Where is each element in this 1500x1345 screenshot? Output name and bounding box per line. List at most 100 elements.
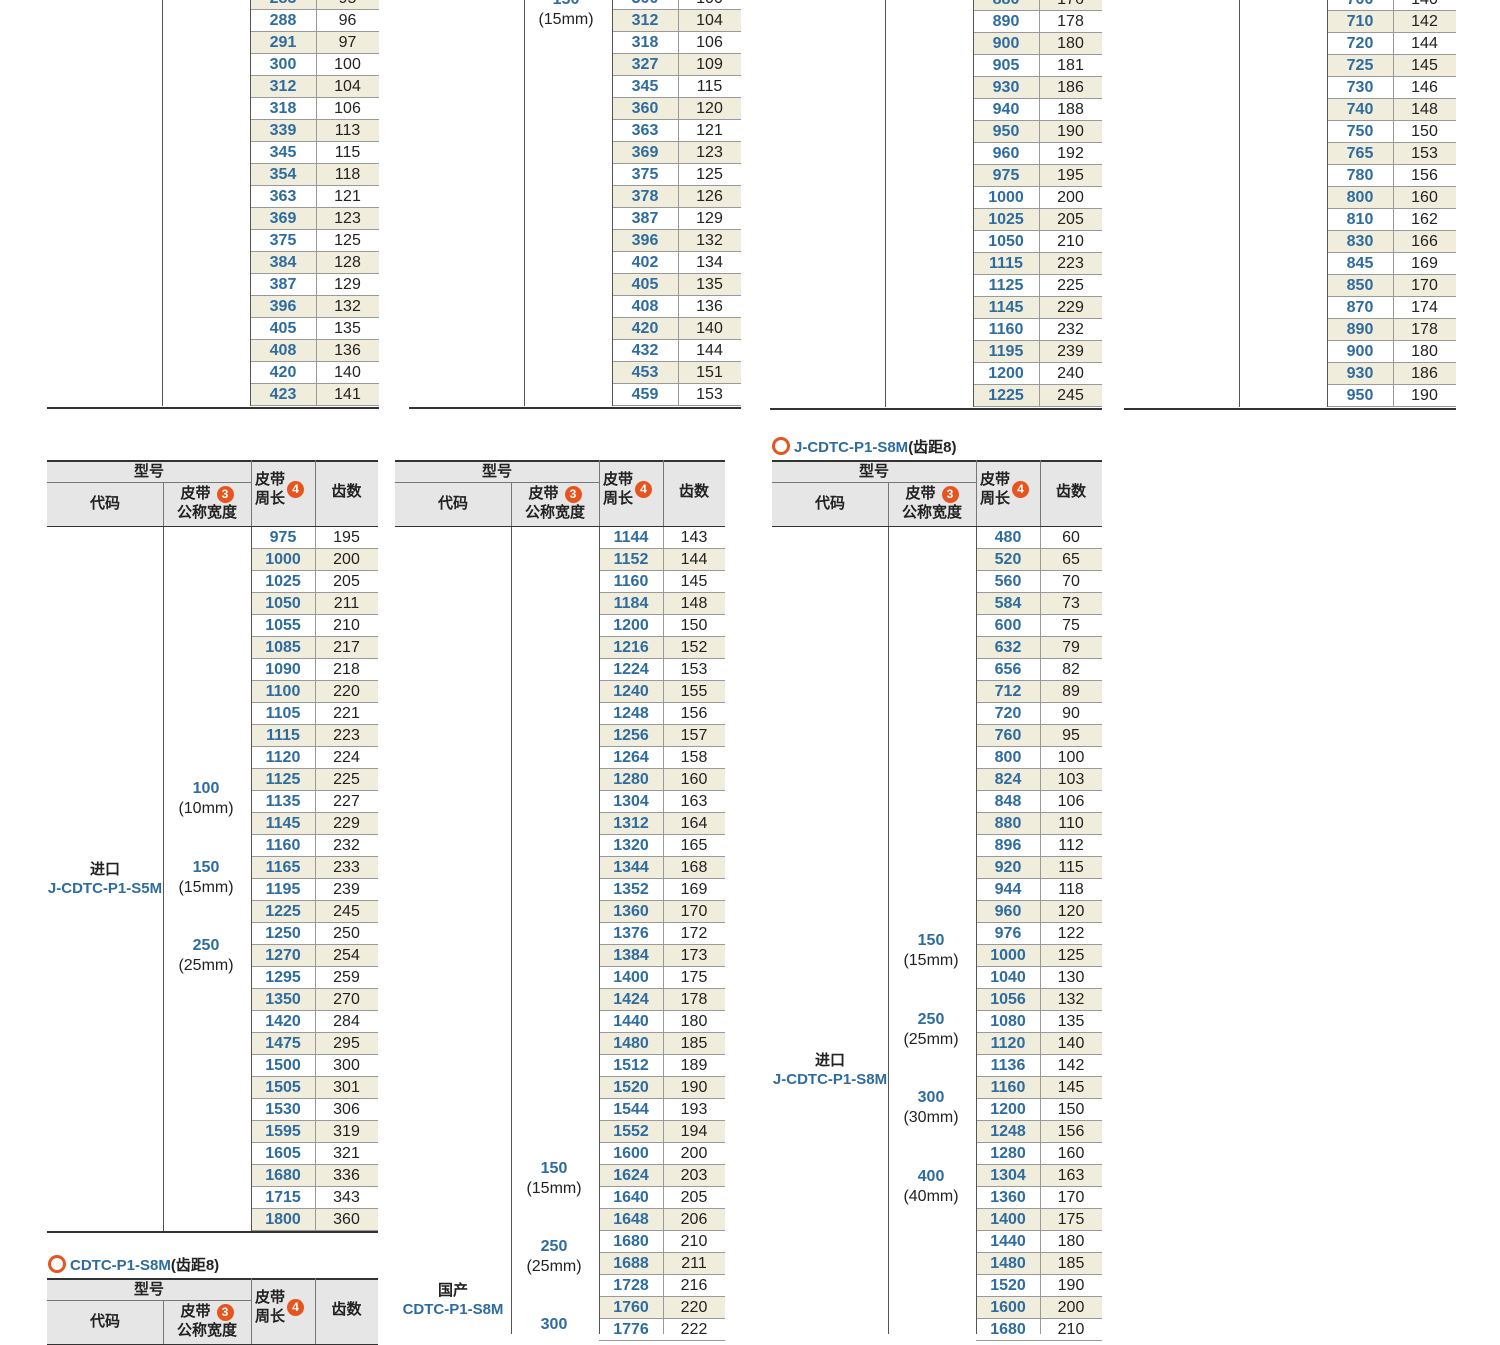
teeth-count-cell: 134 bbox=[696, 254, 723, 271]
belt-length-cell: 285 bbox=[250, 0, 316, 10]
belt-length-cell: 1640 bbox=[613, 1189, 649, 1206]
belt-length-cell: 930 bbox=[1327, 363, 1393, 385]
teeth-count-cell: 211 bbox=[663, 1253, 725, 1275]
header-bottom-rule bbox=[772, 526, 1102, 527]
teeth-count-cell: 106 bbox=[1057, 793, 1085, 810]
table-row: 700140 bbox=[1327, 0, 1456, 11]
teeth-count-cell: 180 bbox=[1411, 343, 1438, 360]
row-divider bbox=[250, 229, 379, 230]
belt-length-cell: 1360 bbox=[599, 901, 663, 923]
teeth-count-cell: 140 bbox=[1393, 0, 1456, 11]
row-divider bbox=[250, 163, 379, 164]
width-mm: (25mm) bbox=[903, 1031, 959, 1048]
teeth-header: 齿数 bbox=[678, 483, 709, 500]
belt-length-cell: 1080 bbox=[990, 1013, 1026, 1030]
row-divider bbox=[599, 1054, 725, 1055]
teeth-count-cell: 129 bbox=[334, 276, 361, 293]
belt-length-cell: 700 bbox=[1327, 0, 1393, 11]
width-number: 250 bbox=[917, 1011, 945, 1028]
belt-length-cell: 1600 bbox=[613, 1145, 649, 1162]
row-divider bbox=[973, 10, 1102, 11]
row-divider bbox=[1327, 252, 1456, 253]
belt-length-cell: 1184 bbox=[599, 593, 663, 615]
row-divider bbox=[250, 339, 379, 340]
teeth-count-cell: 224 bbox=[333, 749, 360, 766]
row-divider bbox=[251, 1230, 378, 1231]
teeth-count-cell: 148 bbox=[663, 593, 725, 615]
teeth-count-cell: 210 bbox=[1057, 1321, 1085, 1338]
belt-length-cell: 1304 bbox=[613, 793, 649, 810]
row-divider bbox=[973, 54, 1102, 55]
teeth-count-cell: 148 bbox=[1393, 99, 1456, 121]
belt-length-cell: 600 bbox=[994, 617, 1022, 634]
width-mm: (15mm) bbox=[538, 11, 594, 28]
teeth-count-cell: 190 bbox=[1039, 121, 1102, 143]
belt-length-label-2: 周长 bbox=[603, 490, 634, 507]
belt-length-cell: 740 bbox=[1327, 99, 1393, 121]
header-bottom-rule bbox=[47, 526, 378, 527]
belt-length-cell: 1200 bbox=[988, 365, 1024, 382]
teeth-count-cell: 104 bbox=[678, 10, 741, 32]
belt-length-cell: 830 bbox=[1327, 231, 1393, 253]
teeth-count-cell: 128 bbox=[316, 252, 379, 274]
column-divider bbox=[250, 0, 251, 406]
belt-width-value: 150(15mm) bbox=[521, 0, 611, 30]
column-divider bbox=[251, 527, 252, 1231]
width-number: 150 bbox=[521, 0, 611, 10]
teeth-count-cell: 172 bbox=[680, 925, 708, 942]
row-divider bbox=[612, 339, 741, 340]
row-divider bbox=[976, 1318, 1102, 1319]
header-divider bbox=[163, 1300, 164, 1344]
table-bottom-rule bbox=[409, 407, 741, 409]
teeth-count-cell: 301 bbox=[315, 1077, 378, 1099]
header-divider bbox=[1040, 460, 1041, 526]
row-divider bbox=[976, 1340, 1102, 1341]
teeth-count-cell: 151 bbox=[678, 362, 741, 384]
row-divider bbox=[251, 1098, 378, 1099]
belt-length-cell: 1475 bbox=[251, 1033, 315, 1055]
row-divider bbox=[251, 1010, 378, 1011]
belt-length-cell: 1100 bbox=[251, 681, 315, 703]
row-divider bbox=[1327, 340, 1456, 341]
teeth-count-cell: 121 bbox=[334, 188, 361, 205]
teeth-count-cell: 120 bbox=[1040, 901, 1102, 923]
belt-length-cell: 459 bbox=[631, 386, 659, 403]
teeth-count-cell: 136 bbox=[316, 340, 379, 362]
teeth-count-cell: 321 bbox=[333, 1145, 360, 1162]
teeth-count-cell: 123 bbox=[678, 142, 741, 164]
header-divider bbox=[251, 460, 252, 526]
belt-width-value: 150(15mm) bbox=[509, 1159, 599, 1199]
width-number: 150 bbox=[192, 859, 220, 876]
row-divider bbox=[976, 1098, 1102, 1099]
belt-length-cell: 810 bbox=[1346, 211, 1374, 228]
teeth-count-cell: 120 bbox=[678, 98, 741, 120]
belt-length-cell: 369 bbox=[250, 208, 316, 230]
